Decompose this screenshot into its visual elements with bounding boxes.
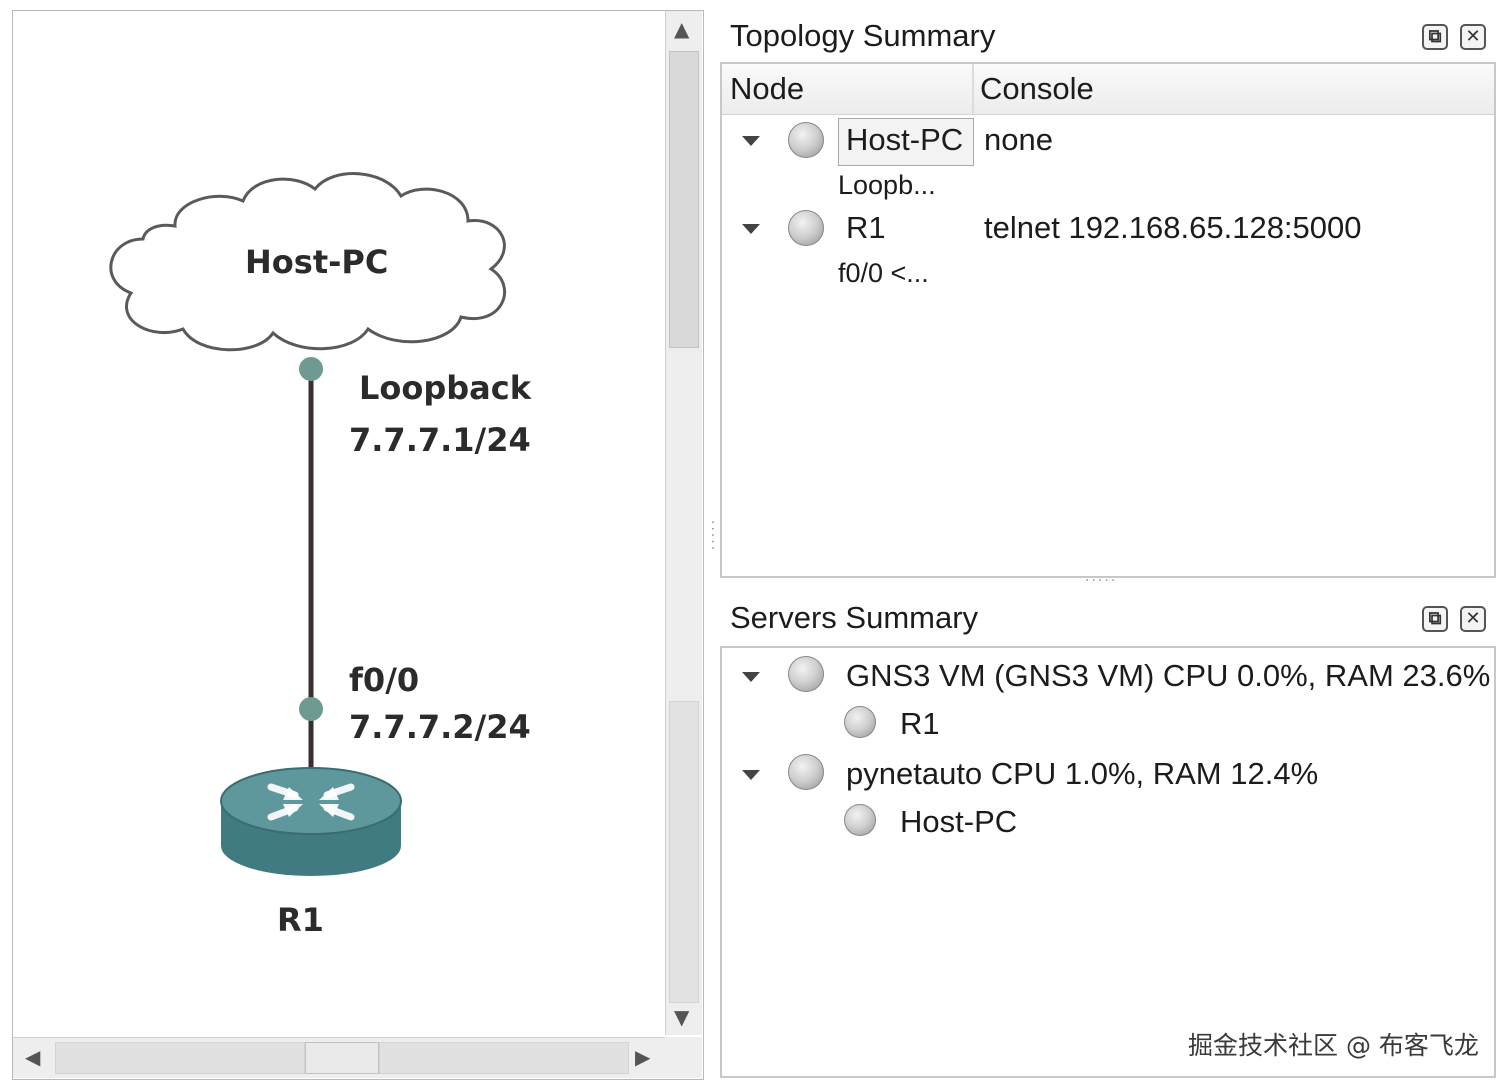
node-name-r1[interactable]: R1 (846, 210, 886, 245)
topology-summary-tree[interactable]: Node Console Host-PC none Loopb... R1 te… (720, 62, 1496, 578)
servers-summary-tree[interactable]: GNS3 VM (GNS3 VM) CPU 0.0%, RAM 23.6% R1… (720, 646, 1496, 1078)
server-node-r1[interactable]: R1 (900, 706, 940, 741)
servers-summary-float-icon[interactable]: ⧉ (1422, 606, 1448, 632)
server-node-host-pc[interactable]: Host-PC (900, 804, 1018, 839)
router-label[interactable]: R1 (277, 901, 324, 939)
port-host-pc-loopback[interactable]: Loopb... (838, 170, 936, 200)
server-status-icon (788, 754, 824, 790)
vertical-scroll-track-segment (669, 701, 699, 1003)
expand-arrow-icon[interactable] (742, 770, 760, 780)
server-gns3-vm[interactable]: GNS3 VM (GNS3 VM) CPU 0.0%, RAM 23.6% (846, 658, 1491, 693)
horizontal-scroll-thumb[interactable] (305, 1042, 379, 1074)
column-header-node[interactable]: Node (730, 71, 805, 106)
watermark: 掘金技术社区 @ 布客飞龙 (1188, 1031, 1479, 1060)
selected-row-highlight (838, 118, 974, 166)
node-status-icon (844, 706, 876, 738)
vertical-scroll-thumb[interactable] (669, 51, 699, 348)
topology-summary-dock: Topology Summary ⧉ ✕ Node Console Host-P… (718, 10, 1496, 580)
router-icon[interactable] (220, 767, 402, 876)
console-host-pc: none (984, 122, 1053, 157)
horizontal-scroll-track-segment-right (379, 1042, 629, 1074)
canvas-horizontal-scrollbar[interactable]: ◀ ▶ (13, 1037, 665, 1078)
scroll-down-arrow-icon[interactable]: ▼ (674, 1005, 690, 1029)
cloud-label[interactable]: Host-PC (245, 243, 389, 281)
scroll-corner (665, 1037, 702, 1078)
column-divider[interactable] (972, 64, 974, 114)
topology-summary-title: Topology Summary (730, 18, 996, 53)
expand-arrow-icon[interactable] (742, 224, 760, 234)
topology-canvas[interactable]: Host-PC Loopback 7.7.7.1/24 f0/0 7.7.7.2… (13, 11, 663, 1035)
servers-summary-title: Servers Summary (730, 600, 979, 635)
servers-summary-dock: Servers Summary ⧉ ✕ GNS3 VM (GNS3 VM) CP… (718, 592, 1496, 1080)
scroll-left-arrow-icon[interactable]: ◀ (25, 1045, 41, 1069)
loopback-port-label: Loopback (359, 369, 532, 407)
vertical-splitter-grip[interactable]: ····· (704, 520, 720, 553)
node-status-icon (788, 122, 824, 158)
topology-drawing (109, 172, 507, 876)
f0-0-ip-label: 7.7.7.2/24 (349, 708, 531, 746)
expand-arrow-icon[interactable] (742, 136, 760, 146)
node-status-icon (788, 210, 824, 246)
f0-0-port-dot[interactable] (299, 697, 323, 721)
port-r1-f0-0[interactable]: f0/0 <... (838, 258, 929, 288)
expand-arrow-icon[interactable] (742, 672, 760, 682)
console-r1: telnet 192.168.65.128:5000 (984, 210, 1362, 245)
scroll-up-arrow-icon[interactable]: ▲ (674, 17, 690, 41)
node-status-icon (844, 804, 876, 836)
topology-summary-close-icon[interactable]: ✕ (1460, 24, 1486, 50)
horizontal-scroll-track-segment (55, 1042, 305, 1074)
topology-canvas-pane: Host-PC Loopback 7.7.7.1/24 f0/0 7.7.7.2… (12, 10, 704, 1080)
loopback-port-dot[interactable] (299, 357, 323, 381)
topology-summary-header: Node Console (722, 64, 1494, 115)
servers-summary-close-icon[interactable]: ✕ (1460, 606, 1486, 632)
column-header-console[interactable]: Console (980, 71, 1094, 106)
f0-0-port-label: f0/0 (349, 661, 420, 699)
server-pynetauto[interactable]: pynetauto CPU 1.0%, RAM 12.4% (846, 756, 1319, 791)
node-name-host-pc[interactable]: Host-PC (846, 122, 964, 157)
scroll-right-arrow-icon[interactable]: ▶ (635, 1045, 651, 1069)
server-status-icon (788, 656, 824, 692)
cloud-icon[interactable] (109, 172, 507, 352)
canvas-vertical-scrollbar[interactable]: ▲ ▼ (665, 11, 702, 1035)
topology-summary-float-icon[interactable]: ⧉ (1422, 24, 1448, 50)
loopback-ip-label: 7.7.7.1/24 (349, 421, 531, 459)
